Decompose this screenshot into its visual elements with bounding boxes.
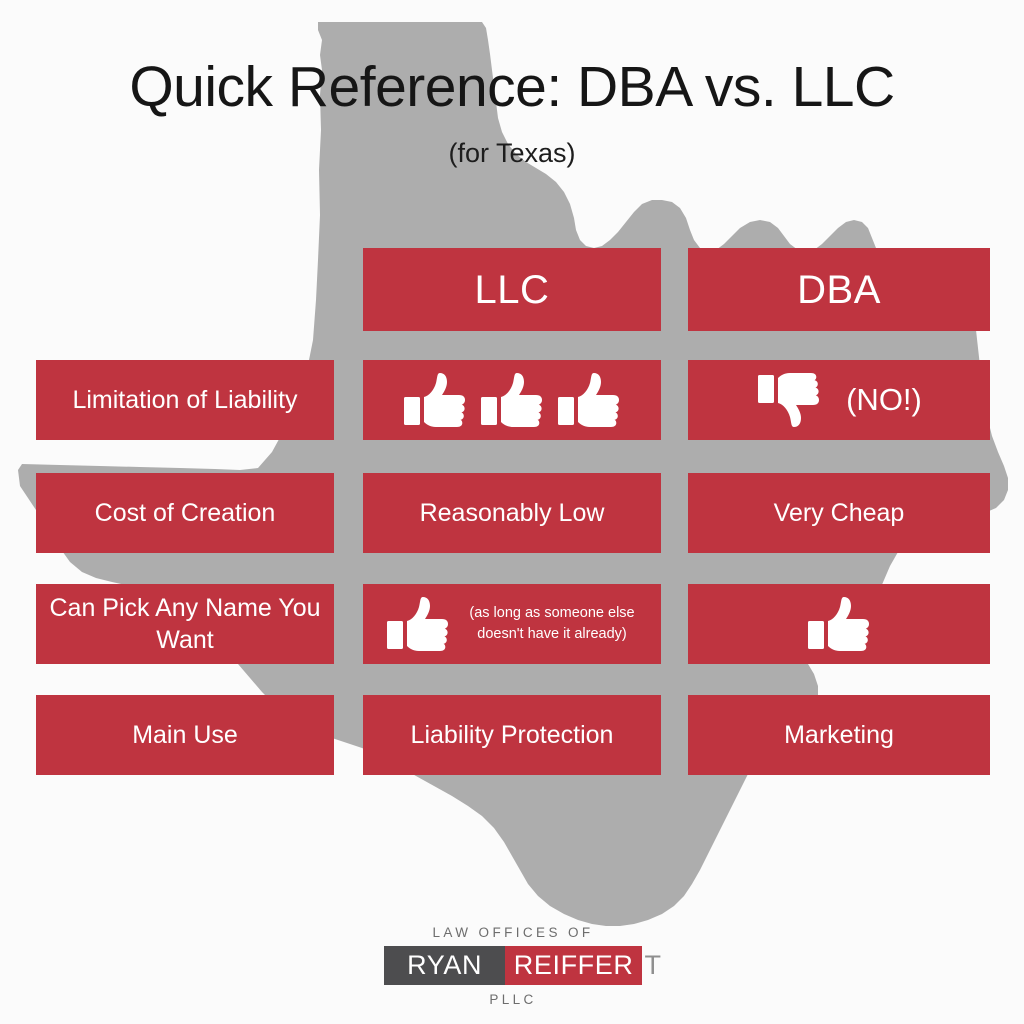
row-label-limitation-of-liability: Limitation of Liability xyxy=(36,360,334,440)
thumbs-up-icon xyxy=(808,597,869,651)
row-label-main-use: Main Use xyxy=(36,695,334,775)
row-label-text: Cost of Creation xyxy=(94,498,276,527)
column-header-dba: DBA xyxy=(688,248,990,331)
column-header-llc: LLC xyxy=(363,248,661,331)
page-title: Quick Reference: DBA vs. LLC xyxy=(129,55,895,119)
logo-last-name-tail: T xyxy=(644,950,662,980)
cell-value-text: Reasonably Low xyxy=(419,498,605,527)
row-label-text: Main Use xyxy=(132,720,238,749)
cell-value-text: Very Cheap xyxy=(773,498,905,527)
thumbs-down-icon xyxy=(758,373,820,427)
thumbs-up-icon xyxy=(386,597,448,651)
cell-value-text: Marketing xyxy=(784,720,894,749)
row-label-text: Can Pick Any Name You Want xyxy=(49,593,321,655)
firm-logo: LAW OFFICES OF RYAN REIFFER T PLLC xyxy=(384,925,661,1007)
row-label-text: Limitation of Liability xyxy=(72,385,298,414)
logo-first-name: RYAN xyxy=(384,946,506,985)
dba-liability-no-text: (NO!) xyxy=(846,382,922,417)
cell-llc-main-use: Liability Protection xyxy=(363,695,661,775)
thumbs-up-group xyxy=(402,371,622,429)
logo-top-line: LAW OFFICES OF xyxy=(432,925,594,940)
cell-llc-cost-of-creation: Reasonably Low xyxy=(363,473,661,553)
logo-last-name: REIFFER xyxy=(505,946,642,985)
page-subtitle: (for Texas) xyxy=(448,137,576,168)
cell-value-text: Liability Protection xyxy=(410,720,614,749)
thumbs-up-icon xyxy=(481,373,542,427)
llc-name-note: (as long as someone else doesn't have it… xyxy=(469,604,635,642)
logo-name-bar: RYAN REIFFER T xyxy=(384,946,661,985)
cell-dba-cost-of-creation: Very Cheap xyxy=(688,473,990,553)
cell-dba-can-pick-any-name xyxy=(688,584,990,664)
thumbs-up-icon xyxy=(558,373,619,427)
logo-bottom-line: PLLC xyxy=(489,992,537,1007)
title-block: Quick Reference: DBA vs. LLC (for Texas) xyxy=(0,55,1024,169)
cell-llc-limitation-of-liability xyxy=(363,360,661,440)
cell-dba-main-use: Marketing xyxy=(688,695,990,775)
row-label-cost-of-creation: Cost of Creation xyxy=(36,473,334,553)
cell-dba-limitation-of-liability: (NO!) xyxy=(688,360,990,440)
column-header-dba-label: DBA xyxy=(797,267,881,312)
cell-llc-can-pick-any-name: (as long as someone else doesn't have it… xyxy=(363,584,661,664)
thumbs-up-icon xyxy=(404,373,465,427)
column-header-llc-label: LLC xyxy=(474,267,550,312)
row-label-can-pick-any-name: Can Pick Any Name You Want xyxy=(36,584,334,664)
